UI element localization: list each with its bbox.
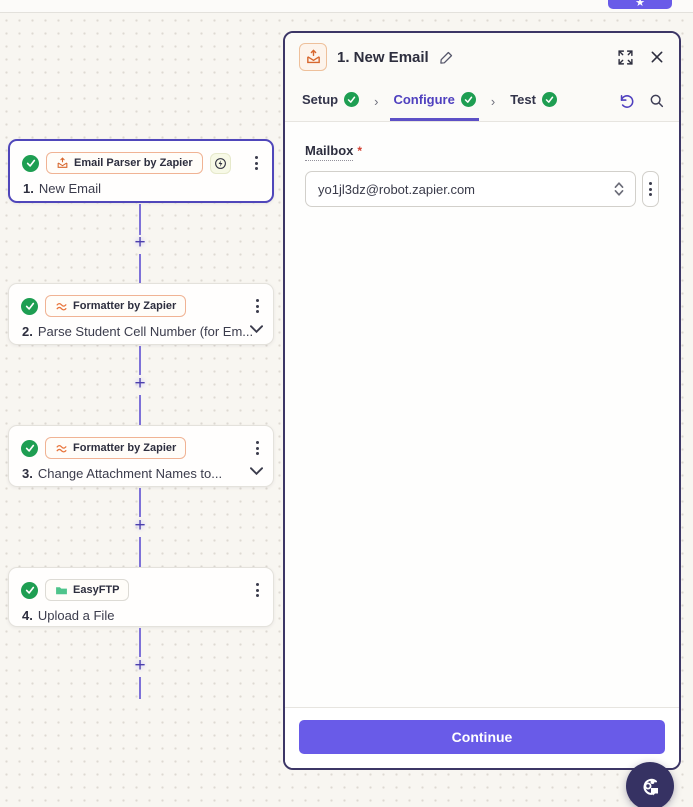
add-step-button-1[interactable]: + — [130, 233, 150, 253]
success-check-icon — [21, 439, 38, 457]
app-pill-label: EasyFTP — [73, 584, 120, 596]
top-bar: ★ — [0, 0, 693, 13]
app-pill-label: Formatter by Zapier — [73, 300, 177, 312]
required-asterisk: * — [357, 144, 363, 158]
configure-form: Mailbox * yo1jl3dz@robot.zapier.com — [285, 122, 679, 707]
step-config-panel: 1. New Email Setup › Configure › — [283, 31, 681, 770]
close-panel-button[interactable] — [649, 49, 665, 65]
setup-check-icon — [344, 92, 360, 107]
app-pill-easyftp: EasyFTP — [45, 579, 130, 601]
app-pill-label: Formatter by Zapier — [73, 442, 177, 454]
tab-label: Setup — [302, 92, 339, 107]
connector-line — [139, 628, 141, 657]
panel-header: 1. New Email — [285, 33, 679, 81]
easyftp-icon — [56, 586, 67, 594]
tab-separator-icon: › — [374, 93, 379, 109]
panel-footer: Continue — [285, 707, 679, 768]
continue-button[interactable]: Continue — [299, 720, 665, 754]
formatter-icon — [56, 444, 67, 453]
star-button[interactable]: ★ — [608, 0, 672, 9]
app-pill-label: Email Parser by Zapier — [74, 157, 193, 169]
step-1-header: Email Parser by Zapier — [10, 141, 272, 174]
app-pill-formatter: Formatter by Zapier — [45, 437, 187, 459]
formatter-icon — [56, 302, 67, 311]
step-2-header: Formatter by Zapier — [9, 284, 273, 317]
success-check-icon — [21, 581, 38, 599]
step-2-menu-button[interactable] — [250, 297, 264, 315]
instant-trigger-icon — [209, 152, 231, 174]
connector-line — [139, 346, 141, 375]
step-title-text: Change Attachment Names to... — [37, 466, 223, 481]
step-card-1[interactable]: Email Parser by Zapier 1. New Email — [8, 139, 274, 203]
connector-line — [139, 204, 141, 235]
step-4-menu-button[interactable] — [250, 581, 264, 599]
select-caret-icon — [612, 180, 626, 198]
step-number: 2. — [22, 324, 33, 339]
app-pill-email-parser: Email Parser by Zapier — [46, 152, 203, 174]
panel-title: 1. New Email — [337, 48, 429, 66]
success-check-icon — [21, 297, 38, 315]
tab-separator-icon: › — [490, 93, 496, 109]
step-number: 1. — [23, 181, 34, 196]
expand-panel-button[interactable] — [617, 49, 634, 66]
step-2-title: 2. Parse Student Cell Number (for Em... — [9, 317, 273, 350]
step-3-header: Formatter by Zapier — [9, 426, 273, 459]
star-icon: ★ — [635, 0, 645, 9]
mailbox-select[interactable]: yo1jl3dz@robot.zapier.com — [305, 171, 637, 207]
step-3-title: 3. Change Attachment Names to... — [9, 459, 273, 492]
pencil-icon — [439, 51, 452, 64]
step-title-text: Parse Student Cell Number (for Em... — [37, 324, 254, 339]
step-title-text: New Email — [38, 181, 101, 196]
refresh-fields-button[interactable] — [618, 93, 635, 110]
step-number: 4. — [22, 608, 33, 623]
step-4-header: EasyFTP — [9, 568, 273, 601]
connector-line — [139, 488, 141, 517]
add-step-button-2[interactable]: + — [130, 374, 150, 394]
add-step-button-3[interactable]: + — [130, 516, 150, 536]
connector-line — [139, 537, 141, 567]
step-4-title: 4. Upload a File — [9, 601, 273, 634]
add-step-button-4[interactable]: + — [130, 656, 150, 676]
mailbox-select-value: yo1jl3dz@robot.zapier.com — [318, 181, 475, 197]
step-card-2[interactable]: Formatter by Zapier 2. Parse Student Cel… — [8, 283, 274, 345]
search-icon — [650, 94, 664, 108]
test-check-icon — [541, 92, 557, 107]
connector-line — [139, 677, 141, 699]
success-check-icon — [22, 154, 39, 172]
connector-line — [139, 395, 141, 425]
configure-check-icon — [460, 92, 476, 107]
email-parser-app-icon — [299, 43, 327, 71]
connector-line — [139, 254, 141, 283]
rename-step-button[interactable] — [439, 50, 454, 65]
mailbox-field-menu-button[interactable] — [642, 171, 659, 207]
step-number: 3. — [22, 466, 33, 481]
undo-icon — [620, 94, 634, 108]
tab-configure[interactable]: Configure — [390, 81, 479, 121]
mailbox-field-label: Mailbox — [305, 143, 354, 161]
step-3-menu-button[interactable] — [250, 439, 264, 457]
step-1-title: 1. New Email — [10, 174, 272, 207]
panel-tabs: Setup › Configure › Test — [285, 81, 679, 122]
app-pill-formatter: Formatter by Zapier — [45, 295, 187, 317]
close-icon — [651, 51, 663, 63]
tab-label: Configure — [393, 92, 455, 107]
expand-icon — [618, 49, 633, 65]
step-card-4[interactable]: EasyFTP 4. Upload a File — [8, 567, 274, 627]
search-fields-button[interactable] — [649, 93, 665, 109]
chatbot-icon — [643, 778, 658, 796]
step-title-text: Upload a File — [37, 608, 115, 623]
email-parser-icon — [57, 156, 68, 168]
step-1-menu-button[interactable] — [249, 154, 263, 172]
help-chatbot-button[interactable] — [626, 762, 674, 807]
step-card-3[interactable]: Formatter by Zapier 3. Change Attachment… — [8, 425, 274, 487]
tab-label: Test — [510, 92, 536, 107]
step-2-expand-chevron-icon[interactable] — [250, 325, 263, 333]
step-3-expand-chevron-icon[interactable] — [250, 467, 263, 475]
tab-setup[interactable]: Setup — [299, 81, 362, 121]
tab-test[interactable]: Test — [507, 81, 560, 121]
